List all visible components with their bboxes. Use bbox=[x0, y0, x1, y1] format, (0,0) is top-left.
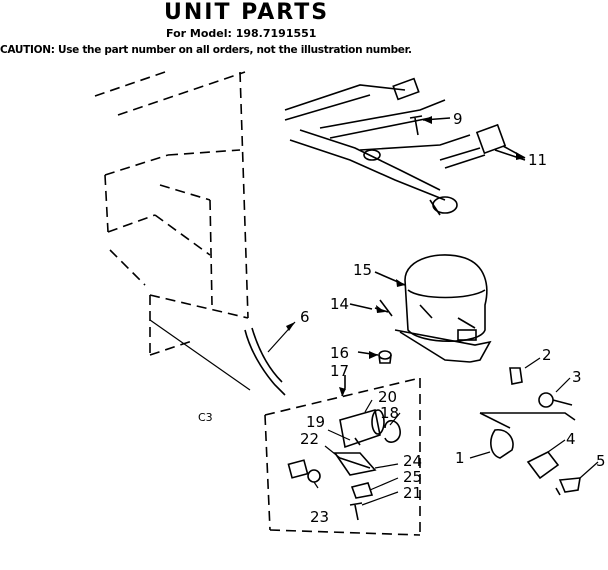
callout-21: 21 bbox=[403, 484, 422, 502]
callout-4: 4 bbox=[566, 430, 576, 448]
callout-25: 25 bbox=[403, 468, 422, 486]
callout-24: 24 bbox=[403, 452, 422, 470]
relay-parts bbox=[287, 408, 401, 521]
callout-23: 23 bbox=[310, 508, 329, 526]
part-16-grommet bbox=[378, 350, 392, 364]
callout-5: 5 bbox=[596, 452, 606, 470]
leader-14 bbox=[349, 303, 373, 310]
caution-note: CAUTION: Use the part number on all orde… bbox=[0, 44, 412, 56]
callout-15: 15 bbox=[353, 261, 372, 279]
page-title: UNIT PARTS bbox=[164, 0, 330, 25]
callout-labels: 9 11 15 14 6 16 17 20 18 19 22 24 25 21 … bbox=[198, 110, 606, 526]
callout-1: 1 bbox=[455, 449, 465, 467]
arrowheads bbox=[286, 116, 525, 396]
cabinet-edge-line bbox=[149, 319, 251, 391]
callout-3: 3 bbox=[572, 368, 582, 386]
section-code: C3 bbox=[198, 411, 213, 424]
capillary-tube bbox=[244, 321, 296, 396]
callout-6: 6 bbox=[300, 308, 310, 326]
callout-16: 16 bbox=[330, 344, 349, 362]
model-number: For Model: 198.7191551 bbox=[166, 27, 317, 40]
callout-18: 18 bbox=[380, 404, 399, 422]
callout-22: 22 bbox=[300, 430, 319, 448]
box-leaders bbox=[313, 399, 401, 506]
wiring-harness bbox=[284, 77, 526, 216]
callout-14: 14 bbox=[330, 295, 349, 313]
callout-20: 20 bbox=[378, 388, 397, 406]
right-leaders bbox=[469, 357, 599, 479]
compressor bbox=[394, 254, 492, 363]
parts-right-cluster bbox=[479, 367, 581, 496]
callout-19: 19 bbox=[306, 413, 325, 431]
callout-11: 11 bbox=[528, 151, 547, 169]
callout-2: 2 bbox=[542, 346, 552, 364]
callout-17: 17 bbox=[330, 362, 349, 380]
cabinet-outline bbox=[94, 71, 249, 356]
electrical-parts-box bbox=[264, 377, 421, 536]
callout-9: 9 bbox=[453, 110, 463, 128]
